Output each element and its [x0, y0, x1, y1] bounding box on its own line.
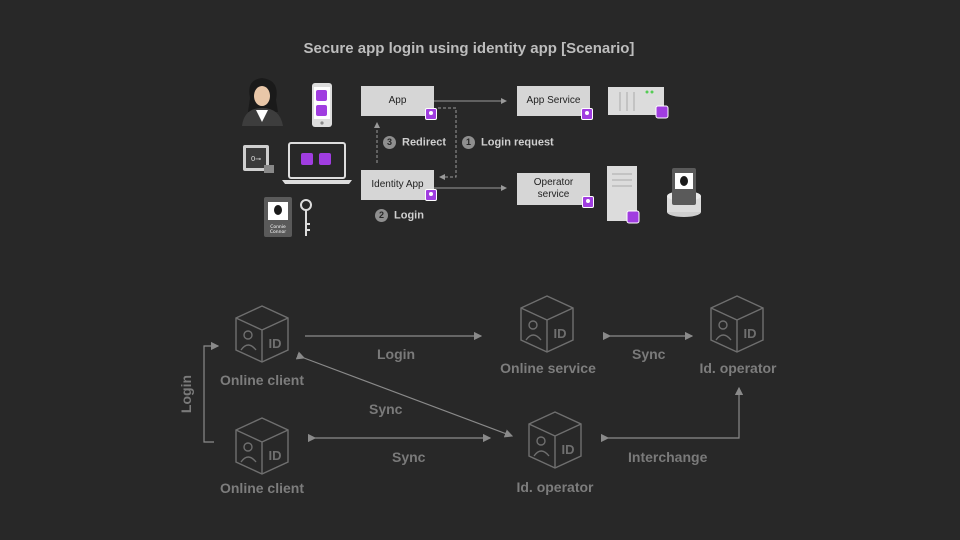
operator-service-badge-icon — [582, 196, 594, 208]
identity-app-label: Identity App — [371, 179, 424, 190]
redirect-text: Redirect — [402, 136, 447, 149]
step-1-badge: 1 — [462, 136, 475, 149]
svg-text:ID: ID — [562, 442, 575, 457]
node-online-client-1-label: Online client — [219, 372, 304, 388]
operator-service-label: Operator service — [533, 177, 574, 200]
redirect-label: 3 Redirect — [383, 136, 446, 149]
edge-login-vertical-label: Login — [178, 374, 194, 414]
cube-online-client-2-icon: ID — [235, 417, 289, 475]
node-online-service-label: Online service — [500, 360, 596, 376]
login-request-arrow — [438, 107, 457, 180]
cube-id-operator-1-icon: ID — [710, 295, 764, 353]
edge-login-label: Login — [377, 346, 416, 362]
page-title: Secure app login using identity app [Sce… — [303, 40, 635, 57]
svg-text:ID: ID — [269, 448, 282, 463]
app-box-label: App — [388, 95, 407, 106]
app-service-label: App Service — [526, 95, 581, 106]
svg-text:ID: ID — [269, 336, 282, 351]
edge-sync-2-label: Sync — [392, 449, 426, 465]
node-id-operator-1-label: Id. operator — [699, 360, 777, 376]
cube-online-service-icon: ID — [520, 295, 574, 353]
node-online-client-2-label: Online client — [219, 480, 304, 496]
edge-interchange-arrow — [600, 386, 744, 443]
step-3-badge: 3 — [383, 136, 396, 149]
app-service-box[interactable]: App Service — [517, 86, 590, 116]
identity-app-badge-icon — [425, 189, 437, 201]
svg-text:ID: ID — [744, 326, 757, 341]
step-2-badge: 2 — [375, 209, 388, 222]
node-id-operator-2-label: Id. operator — [516, 479, 594, 495]
edge-interchange-label: Interchange — [628, 449, 708, 465]
login-request-label: 1 Login request — [462, 136, 554, 149]
cube-id-operator-2-icon: ID — [528, 411, 582, 469]
identity-app-box[interactable]: Identity App — [361, 170, 434, 200]
svg-text:ID: ID — [554, 326, 567, 341]
login-request-text: Login request — [481, 136, 554, 149]
login-step-label: 2 Login — [375, 209, 424, 222]
app-box[interactable]: App — [361, 86, 434, 116]
svg-text:Connor: Connor — [270, 229, 286, 235]
operator-service-box[interactable]: Operator service — [517, 173, 590, 205]
edge-sync-diag-arrow — [295, 351, 514, 438]
cube-online-client-1-icon: ID — [235, 305, 289, 363]
login-step-text: Login — [394, 209, 424, 222]
edge-sync-diag-label: Sync — [369, 401, 403, 417]
svg-text:0⊸: 0⊸ — [251, 155, 261, 163]
app-service-badge-icon — [581, 108, 593, 120]
edge-sync-1-label: Sync — [632, 346, 666, 362]
svg-text:Connie: Connie — [270, 224, 286, 230]
edge-login-v-arrow — [203, 341, 220, 443]
app-badge-icon — [425, 108, 437, 120]
